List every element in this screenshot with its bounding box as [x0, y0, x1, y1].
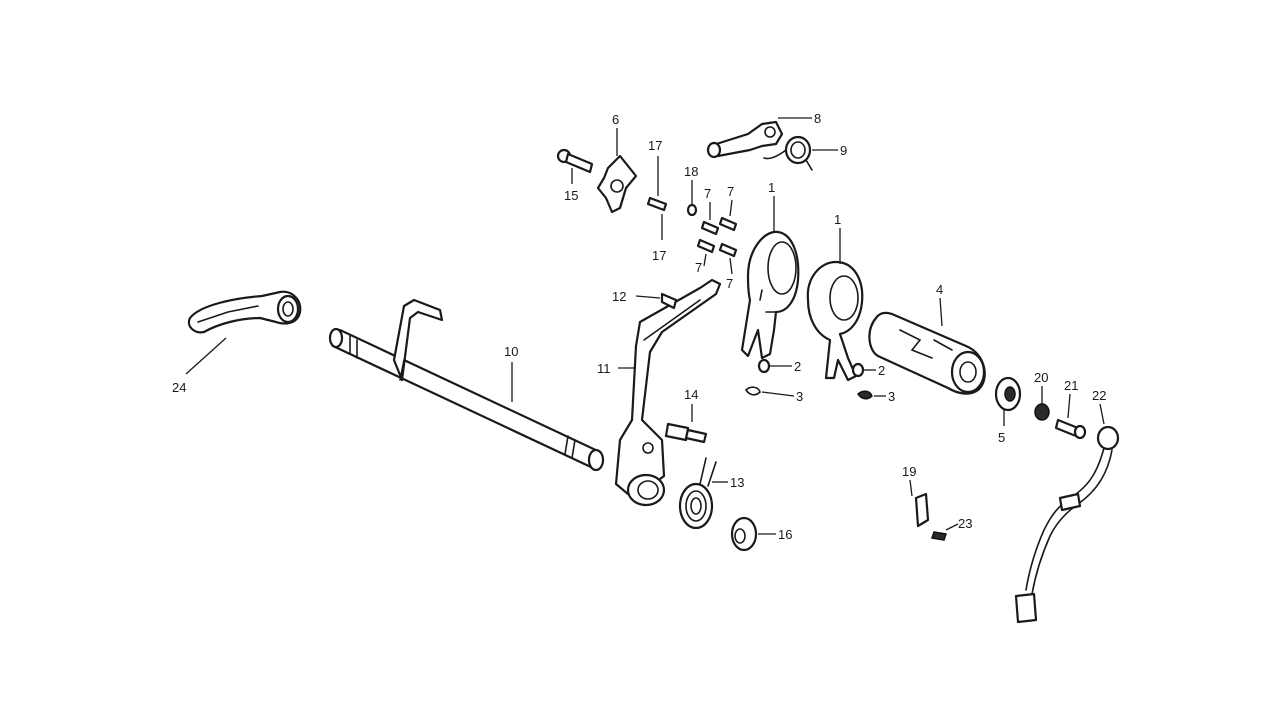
callout-9: 9 [840, 143, 847, 158]
callout-2a: 2 [794, 359, 801, 374]
callout-7a: 7 [704, 186, 711, 201]
callout-23: 23 [958, 516, 972, 531]
part-5-cam-plate [994, 376, 1022, 412]
part-8-stopper-arm [706, 120, 784, 159]
part-12-spring [660, 292, 678, 310]
part-18-ring [686, 203, 698, 217]
part-9-stopper-spring [763, 135, 813, 171]
callout-15: 15 [564, 188, 578, 203]
callout-7b: 7 [727, 184, 734, 199]
callout-21: 21 [1064, 378, 1078, 393]
leader-19 [909, 479, 913, 497]
part-23-screw [931, 531, 947, 541]
callout-12: 12 [612, 289, 626, 304]
callout-14: 14 [684, 387, 698, 402]
callout-1a: 1 [768, 180, 775, 195]
callout-22: 22 [1092, 388, 1106, 403]
callout-2b: 2 [878, 363, 885, 378]
part-20-nut [1034, 403, 1050, 421]
part-7-pins [696, 199, 738, 275]
part-4-shift-drum [868, 311, 986, 395]
leader-21 [1067, 393, 1071, 419]
part-16-collar [730, 516, 758, 552]
part-14-bolt [664, 422, 708, 444]
part-22-neutral-switch [1014, 425, 1120, 624]
callout-19: 19 [902, 464, 916, 479]
callout-7c: 7 [695, 260, 702, 275]
leader-12 [635, 295, 661, 299]
leader-4 [939, 297, 943, 327]
part-1-shift-fork-left [740, 230, 800, 360]
leader-24 [185, 337, 227, 375]
callout-13: 13 [730, 475, 744, 490]
callout-17-top: 17 [648, 138, 662, 153]
callout-17-bottom: 17 [652, 248, 666, 263]
callout-20: 20 [1034, 370, 1048, 385]
part-1-shift-fork-right [806, 260, 864, 382]
part-17-pin [646, 156, 668, 240]
part-6-star-plate [596, 154, 638, 214]
leader-3a [761, 391, 795, 397]
part-24-shift-pedal [187, 290, 302, 334]
callout-3b: 3 [888, 389, 895, 404]
part-19-clip [914, 492, 930, 528]
leader-23 [945, 523, 959, 531]
callout-10: 10 [504, 344, 518, 359]
callout-18: 18 [684, 164, 698, 179]
part-10-gearshift-spindle [328, 298, 605, 472]
part-21-bolt [1054, 418, 1087, 440]
part-11-shift-arm [614, 278, 722, 507]
leader-22 [1099, 403, 1105, 425]
callout-1b: 1 [834, 212, 841, 227]
callout-3a: 3 [796, 389, 803, 404]
part-15-bolt [556, 148, 594, 174]
callout-7d: 7 [726, 276, 733, 291]
part-2-pins [757, 358, 865, 378]
part-3-clips [744, 386, 873, 400]
callout-6: 6 [612, 112, 619, 127]
callout-11: 11 [597, 361, 611, 376]
callout-8: 8 [814, 111, 821, 126]
callout-16: 16 [778, 527, 792, 542]
callout-24: 24 [172, 380, 186, 395]
callout-5: 5 [998, 430, 1005, 445]
callout-4: 4 [936, 282, 943, 297]
part-13-return-spring [678, 457, 717, 530]
